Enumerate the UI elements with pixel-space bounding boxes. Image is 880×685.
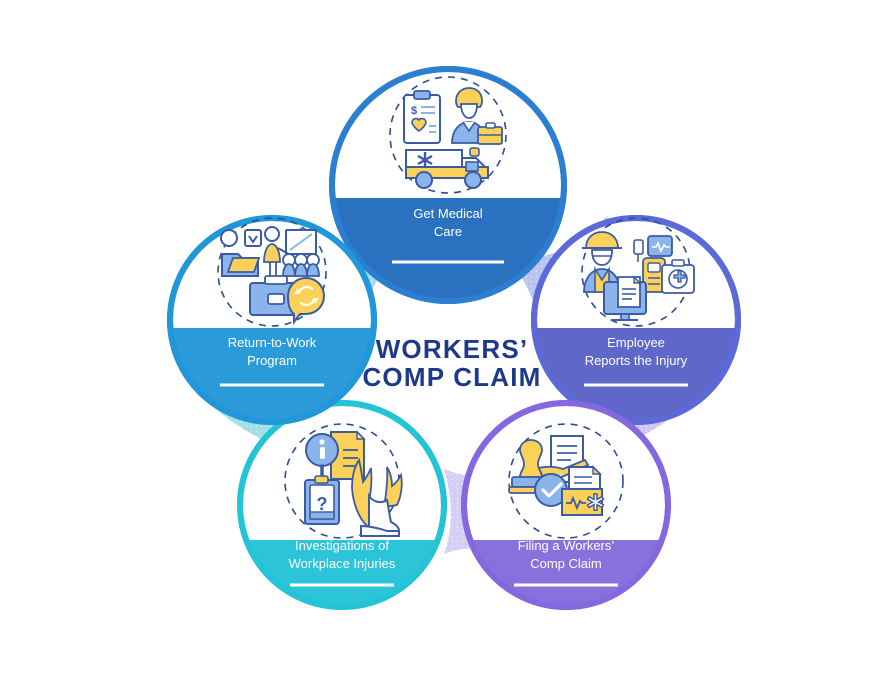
question-clipboard-icon: ? xyxy=(304,475,340,525)
node-return-to-work-program[interactable]: Return-to-Work Program xyxy=(166,215,378,428)
approved-stamp-icon xyxy=(508,439,568,507)
briefcase-refresh-icon xyxy=(249,275,326,325)
node-ring-outline-left xyxy=(167,215,377,425)
training-presentation-icon xyxy=(263,226,320,277)
node-ring-outline-br xyxy=(461,400,671,610)
node-label-line2-return-to-work: Program xyxy=(247,353,297,368)
node-label-line1-return-to-work: Return-to-Work xyxy=(228,335,317,350)
node-ring-outline-right xyxy=(531,215,741,425)
node-ring-outline-top xyxy=(329,66,567,304)
node-label-line2-get-medical-care: Care xyxy=(434,224,462,239)
medical-folder-icon xyxy=(561,465,605,516)
magnifier-info-document-icon xyxy=(305,430,366,484)
dashed-ring-icon-br xyxy=(508,423,624,539)
node-label-line1-investigations: Investigations of xyxy=(295,538,389,553)
checklist-folder-icon xyxy=(220,229,262,277)
node-label-line1-get-medical-care: Get Medical xyxy=(413,206,482,221)
svg-text:$: $ xyxy=(411,105,417,117)
label-band-filing-claim xyxy=(464,540,668,607)
node-ring-outline-bl xyxy=(237,400,447,610)
svg-text:?: ? xyxy=(317,494,328,514)
node-label-line1-filing-claim: Filing a Workers’ xyxy=(518,538,615,553)
injured-leg-icon xyxy=(351,457,403,537)
center-title: WORKERS’ COMP CLAIM xyxy=(362,334,541,392)
center-title-line2: COMP CLAIM xyxy=(362,362,541,392)
node-filing-a-workers-comp-claim[interactable]: Filing a Workers’ Comp Claim xyxy=(460,400,672,640)
dashed-ring-icon-left xyxy=(217,217,327,327)
center-title-line1: WORKERS’ xyxy=(376,334,529,364)
node-investigations-of-workplace-injuries[interactable]: ? Investigations of Workplace Injuries xyxy=(236,400,448,640)
ambulance-icon xyxy=(405,147,489,189)
dashed-ring-icon-top xyxy=(389,76,507,194)
first-aid-kit-icon xyxy=(661,259,695,294)
label-band-investigations xyxy=(240,540,444,607)
node-employee-reports-the-injury[interactable]: Employee Reports the Injury xyxy=(530,215,742,428)
node-label-line1-employee-reports: Employee xyxy=(607,335,665,350)
node-label-line2-employee-reports: Reports the Injury xyxy=(585,353,688,368)
computer-report-icon xyxy=(603,275,647,321)
node-label-line2-investigations: Workplace Injuries xyxy=(289,556,396,571)
clipboard-dollar-heart-icon: $ xyxy=(403,90,441,144)
node-label-line2-filing-claim: Comp Claim xyxy=(530,556,602,571)
doctor-with-medical-bag-icon xyxy=(451,87,503,145)
